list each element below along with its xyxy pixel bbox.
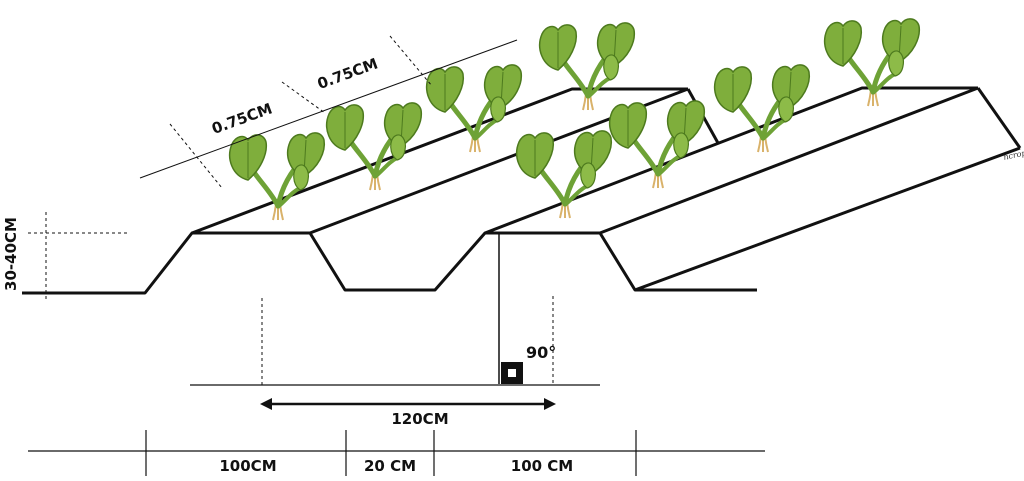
- bed-width-label: 100CM: [219, 457, 276, 475]
- furrow-width-label: 20 CM: [364, 457, 416, 475]
- width-120-dimension: [260, 296, 556, 410]
- angle-label: 90°: [526, 343, 556, 362]
- height-label: 30-40CM: [2, 217, 20, 291]
- width-120-label: 120CM: [391, 410, 448, 428]
- taro-plant-icon: [825, 19, 920, 106]
- taro-plant-icon: [610, 101, 705, 188]
- height-dimension: [28, 212, 130, 302]
- signature: ncrop: [1003, 148, 1024, 162]
- taro-plant-icon: [230, 133, 325, 220]
- bed-width-label: 100 CM: [511, 457, 573, 475]
- bed-widths-dimension: [28, 430, 765, 476]
- bed-outline: [22, 86, 1022, 295]
- right-angle-marker: [190, 233, 600, 386]
- plant-spacing-dimension: [139, 35, 518, 189]
- plant-spacing-label: 0.75CM: [315, 55, 380, 93]
- plants: [230, 19, 920, 220]
- taro-plant-icon: [517, 131, 612, 218]
